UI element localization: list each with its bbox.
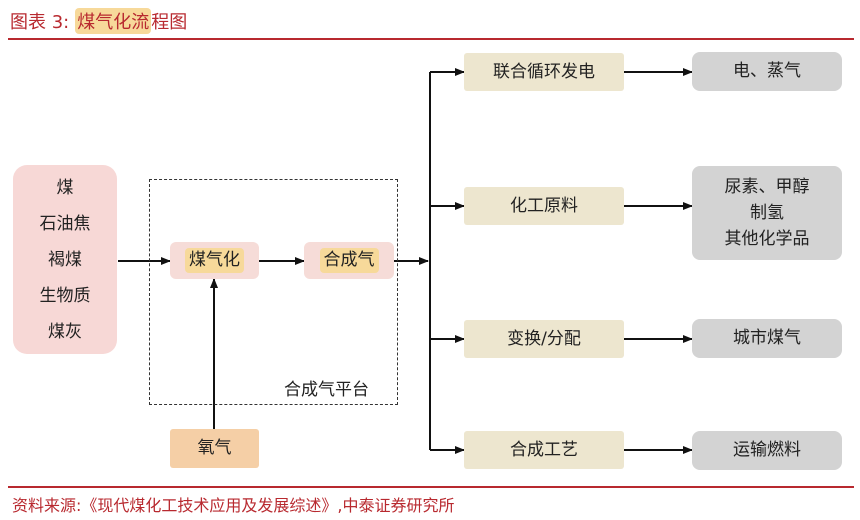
input-item: 煤灰 [48, 321, 82, 342]
gasification-node: 煤气化 [170, 242, 259, 279]
syngas-platform-label: 合成气平台 [284, 380, 369, 400]
input-feedstocks-box: 煤 石油焦 褐煤 生物质 煤灰 [13, 165, 117, 354]
oxygen-label: 氧气 [197, 438, 232, 459]
input-item: 煤 [56, 177, 74, 198]
input-item: 生物质 [39, 285, 91, 306]
process-node-shift-distribution: 变换/分配 [464, 320, 624, 358]
figure-title-prefix: 图表 3: [10, 12, 70, 33]
process-label: 合成工艺 [510, 439, 578, 460]
product-node-transport-fuel: 运输燃料 [692, 431, 842, 470]
syngas-platform-frame [149, 179, 398, 405]
product-node-chemicals: 尿素、甲醇 制氢 其他化学品 [692, 166, 842, 260]
top-rule [8, 38, 854, 40]
product-label: 运输燃料 [733, 440, 801, 461]
product-node-power-steam: 电、蒸气 [692, 52, 842, 91]
gasification-label: 煤气化 [185, 248, 244, 273]
process-label: 变换/分配 [507, 328, 581, 349]
oxygen-node: 氧气 [170, 429, 259, 468]
input-item: 褐煤 [48, 249, 82, 270]
figure-title-suffix: 程图 [151, 12, 188, 33]
figure-title-highlight: 煤气化流 [75, 8, 152, 34]
process-label: 联合循环发电 [493, 61, 595, 82]
process-label: 化工原料 [510, 195, 578, 216]
process-node-synthesis: 合成工艺 [464, 431, 624, 469]
syngas-label: 合成气 [319, 248, 379, 273]
process-node-combined-cycle: 联合循环发电 [464, 53, 624, 91]
process-node-chemical-feedstock: 化工原料 [464, 187, 624, 225]
product-label: 尿素、甲醇 [724, 177, 810, 197]
syngas-node: 合成气 [304, 242, 394, 279]
source-note: 资料来源:《现代煤化工技术应用及发展综述》,中泰证券研究所 [12, 496, 455, 515]
product-label: 电、蒸气 [733, 61, 801, 82]
product-label: 城市煤气 [733, 328, 801, 349]
figure-title: 图表 3: 煤气化流 程图 [10, 8, 187, 34]
product-label: 其他化学品 [724, 229, 810, 249]
product-node-city-gas: 城市煤气 [692, 319, 842, 358]
input-item: 石油焦 [39, 213, 91, 234]
bottom-rule [8, 486, 854, 488]
product-label: 制氢 [750, 203, 784, 223]
